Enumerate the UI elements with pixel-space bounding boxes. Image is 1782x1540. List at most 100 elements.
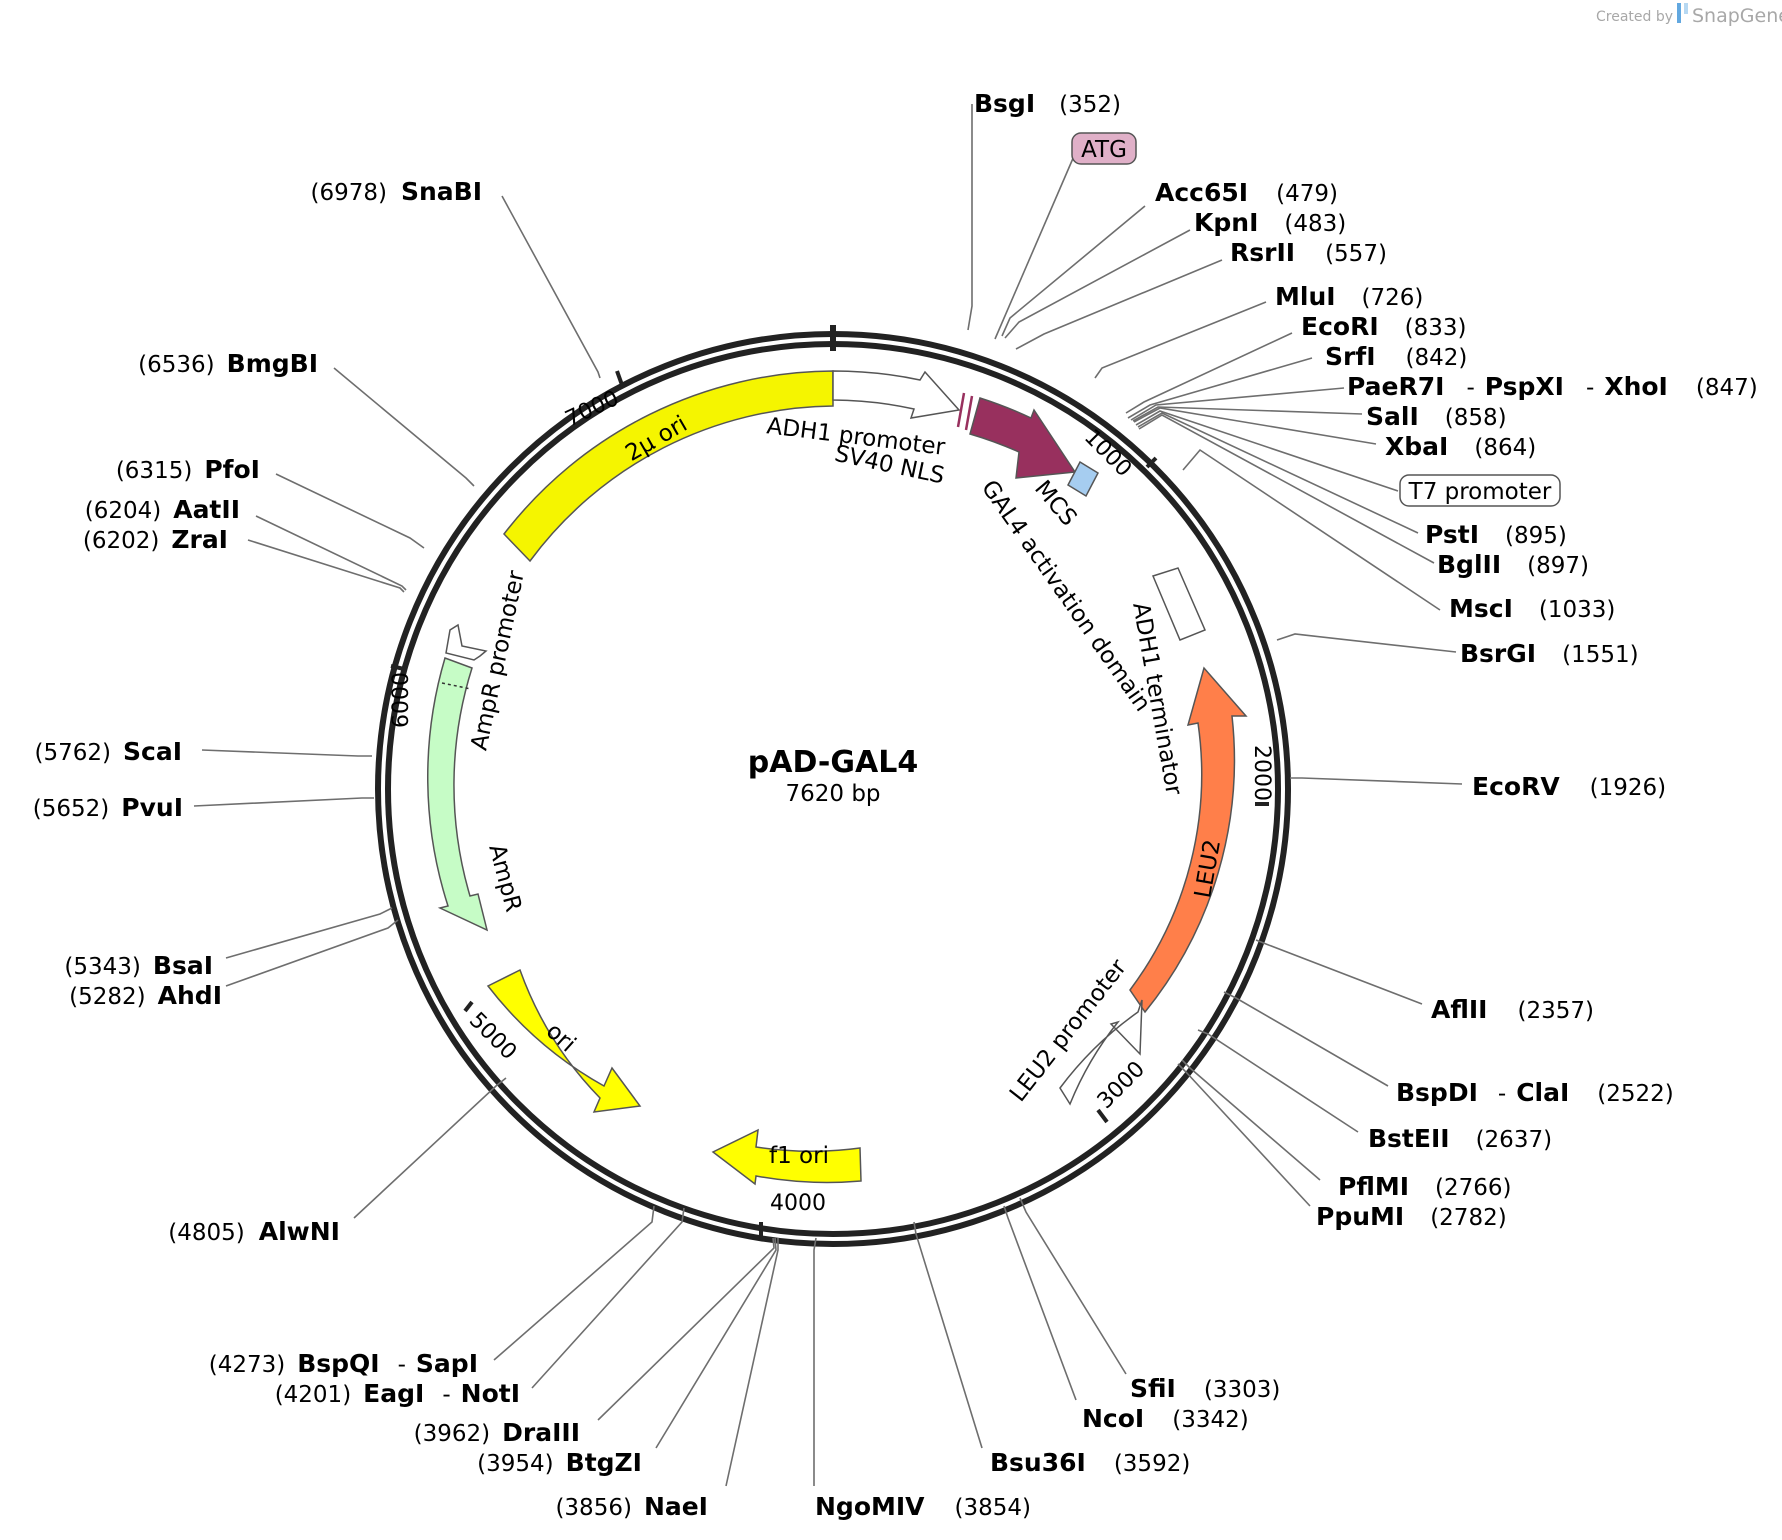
feature-leu2-promoter[interactable] <box>1059 999 1143 1106</box>
enzyme-name: AatII <box>173 495 240 524</box>
enzyme-name: BstEII <box>1368 1124 1450 1153</box>
enzyme-name: PflMI <box>1338 1172 1409 1201</box>
feature-mcs[interactable] <box>1067 460 1099 498</box>
enzyme-position: (842) <box>1406 345 1468 371</box>
enzyme-name: NcoI <box>1082 1404 1144 1433</box>
enzyme-label-scai[interactable]: (5762) ScaI <box>35 737 182 766</box>
svg-text:(6204)AatII: (6204)AatII <box>85 495 240 524</box>
svg-text:SalI(858): SalI(858) <box>1366 402 1507 431</box>
snapgene-branding[interactable]: Created by SnapGene <box>1596 3 1782 27</box>
svg-text:SfiI(3303): SfiI(3303) <box>1130 1374 1280 1403</box>
enzyme-label-kpni[interactable]: KpnI(483) <box>1194 208 1346 237</box>
enzyme-label-paer7i-pspxi-xhoi[interactable]: PaeR7I-PspXI-XhoI(847) <box>1347 372 1758 401</box>
enzyme-label-ngomiv[interactable]: NgoMIV(3854) <box>815 1492 1031 1521</box>
enzyme-name: ScaI <box>123 737 182 766</box>
enzyme-position: (2782) <box>1430 1205 1506 1231</box>
snapgene-logo-icon-accent <box>1684 3 1688 14</box>
enzyme-position: (5343) <box>64 954 140 980</box>
enzyme-name: EcoRV <box>1472 772 1560 801</box>
feature-ori[interactable] <box>486 968 642 1113</box>
feature-leu2[interactable] <box>1129 666 1248 1014</box>
enzyme-label-psti[interactable]: PstI(895) <box>1425 520 1567 549</box>
svg-text:PpuMI(2782): PpuMI(2782) <box>1316 1202 1507 1231</box>
svg-text:(4805)AlwNI: (4805) AlwNI <box>168 1217 340 1246</box>
enzyme-label-sfii[interactable]: SfiI(3303) <box>1130 1374 1280 1403</box>
tick-7000-mark <box>615 370 624 386</box>
svg-text:MluI(726): MluI(726) <box>1275 282 1423 311</box>
feature-ampr[interactable] <box>427 657 489 932</box>
t7-promoter-label-box[interactable]: T7 promoter <box>1399 474 1561 507</box>
feature-ampr-promoter-label: AmpR promoter <box>466 568 530 753</box>
enzyme-label-rsrii[interactable]: RsrII(557) <box>1230 238 1387 267</box>
enzyme-position: (4805) <box>168 1220 244 1246</box>
enzyme-label-ecorv[interactable]: EcoRV(1926) <box>1472 772 1666 801</box>
enzyme-label-bglii[interactable]: BglII(897) <box>1437 550 1589 579</box>
enzyme-position: (2357) <box>1517 998 1593 1024</box>
enzyme-label-bsgi[interactable]: BsgI(352) <box>974 89 1121 118</box>
leader-bmgbi <box>333 367 475 487</box>
leader-kpni <box>1004 229 1191 339</box>
leader-mlui <box>1094 301 1267 379</box>
atg-label-box[interactable]: ATG <box>1071 132 1137 165</box>
svg-text:PaeR7I-PspXI-XhoI(847): PaeR7I-PspXI-XhoI(847) <box>1347 372 1758 401</box>
enzyme-label-bsrgi[interactable]: BsrGI(1551) <box>1460 639 1639 668</box>
feature-adh1-terminator[interactable] <box>1151 567 1206 641</box>
enzyme-label-ahdi[interactable]: (5282)AhdI <box>69 981 222 1010</box>
enzyme-separator: - <box>1498 1081 1506 1107</box>
enzyme-label-naei[interactable]: (3856)NaeI <box>555 1492 708 1521</box>
feature-ampr-label: AmpR <box>483 842 526 915</box>
feature-gal4-activation-domain[interactable] <box>969 397 1077 479</box>
feature-ampr-promoter[interactable] <box>445 623 488 661</box>
enzyme-label-sali[interactable]: SalI(858) <box>1366 402 1507 431</box>
leader-bspdi <box>1223 991 1389 1087</box>
enzyme-position: (5762) <box>35 740 111 766</box>
enzyme-label-srfi[interactable]: SrfI(842) <box>1325 342 1467 371</box>
tick-2000-label: 2000 <box>1249 745 1274 801</box>
enzyme-label-alwni[interactable]: (4805) AlwNI <box>168 1217 340 1246</box>
enzyme-label-acc65i[interactable]: Acc65I(479) <box>1155 178 1338 207</box>
created-by-text: Created by <box>1596 9 1673 25</box>
enzyme-label-aatii[interactable]: (6204)AatII <box>85 495 240 524</box>
enzyme-label-msci[interactable]: MscI(1033) <box>1449 594 1615 623</box>
enzyme-label-btgzi[interactable]: (3954)BtgZI <box>477 1448 642 1477</box>
enzyme-label-bspqi-sapi[interactable]: (4273)BspQI-SapI <box>209 1349 478 1378</box>
leader-pvui <box>193 797 374 807</box>
enzyme-label-ecori[interactable]: EcoRI(833) <box>1301 312 1466 341</box>
enzyme-label-aflii[interactable]: AflII(2357) <box>1431 995 1594 1024</box>
feature-f1-ori[interactable] <box>711 1128 862 1186</box>
enzyme-label-mlui[interactable]: MluI(726) <box>1275 282 1423 311</box>
enzyme-position: (3856) <box>555 1495 631 1521</box>
enzyme-name: PaeR7I <box>1347 372 1444 401</box>
enzyme-name: AlwNI <box>259 1217 340 1246</box>
enzyme-name: ZraI <box>171 525 228 554</box>
enzyme-label-bsai[interactable]: (5343)BsaI <box>64 951 213 980</box>
enzyme-label-bsu36i[interactable]: Bsu36I(3592) <box>990 1448 1190 1477</box>
enzyme-label-snabi[interactable]: (6978)SnaBI <box>310 177 482 206</box>
enzyme-label-pvui[interactable]: (5652)PvuI <box>33 793 183 822</box>
enzyme-label-xbai[interactable]: XbaI(864) <box>1385 432 1536 461</box>
enzyme-position: (858) <box>1445 405 1507 431</box>
tick-3000-label: 3000 <box>1093 1057 1150 1114</box>
enzyme-label-bsteii[interactable]: BstEII(2637) <box>1368 1124 1552 1153</box>
leader-sfii <box>1019 1197 1127 1375</box>
feature-adh1-promoter[interactable] <box>832 370 961 419</box>
enzyme-position: (3592) <box>1114 1451 1190 1477</box>
svg-text:PstI(895): PstI(895) <box>1425 520 1567 549</box>
enzyme-label-ncoi[interactable]: NcoI(3342) <box>1082 1404 1249 1433</box>
feature-2mu-ori[interactable] <box>503 370 834 563</box>
enzyme-label-bspdi-clai[interactable]: BspDI-ClaI(2522) <box>1396 1078 1674 1107</box>
enzyme-label-eagi-noti[interactable]: (4201)EagI-NotI <box>275 1379 520 1408</box>
enzyme-label-zrai[interactable]: (6202)ZraI <box>83 525 228 554</box>
enzyme-label-draiii[interactable]: (3962)DraIII <box>414 1418 580 1447</box>
leader-pfoi <box>275 473 425 549</box>
enzyme-label-bmgbi[interactable]: (6536)BmgBI <box>138 349 318 378</box>
leader-ncoi <box>1003 1205 1077 1401</box>
enzyme-position: (6536) <box>138 352 214 378</box>
feature-sv40-nls[interactable] <box>956 392 974 431</box>
svg-text:BsgI(352): BsgI(352) <box>974 89 1121 118</box>
enzyme-label-pflmi[interactable]: PflMI(2766) <box>1338 1172 1512 1201</box>
enzyme-label-pfoi[interactable]: (6315)PfoI <box>116 455 260 484</box>
enzyme-label-ppumi[interactable]: PpuMI(2782) <box>1316 1202 1507 1231</box>
enzyme-position: (847) <box>1696 375 1758 401</box>
